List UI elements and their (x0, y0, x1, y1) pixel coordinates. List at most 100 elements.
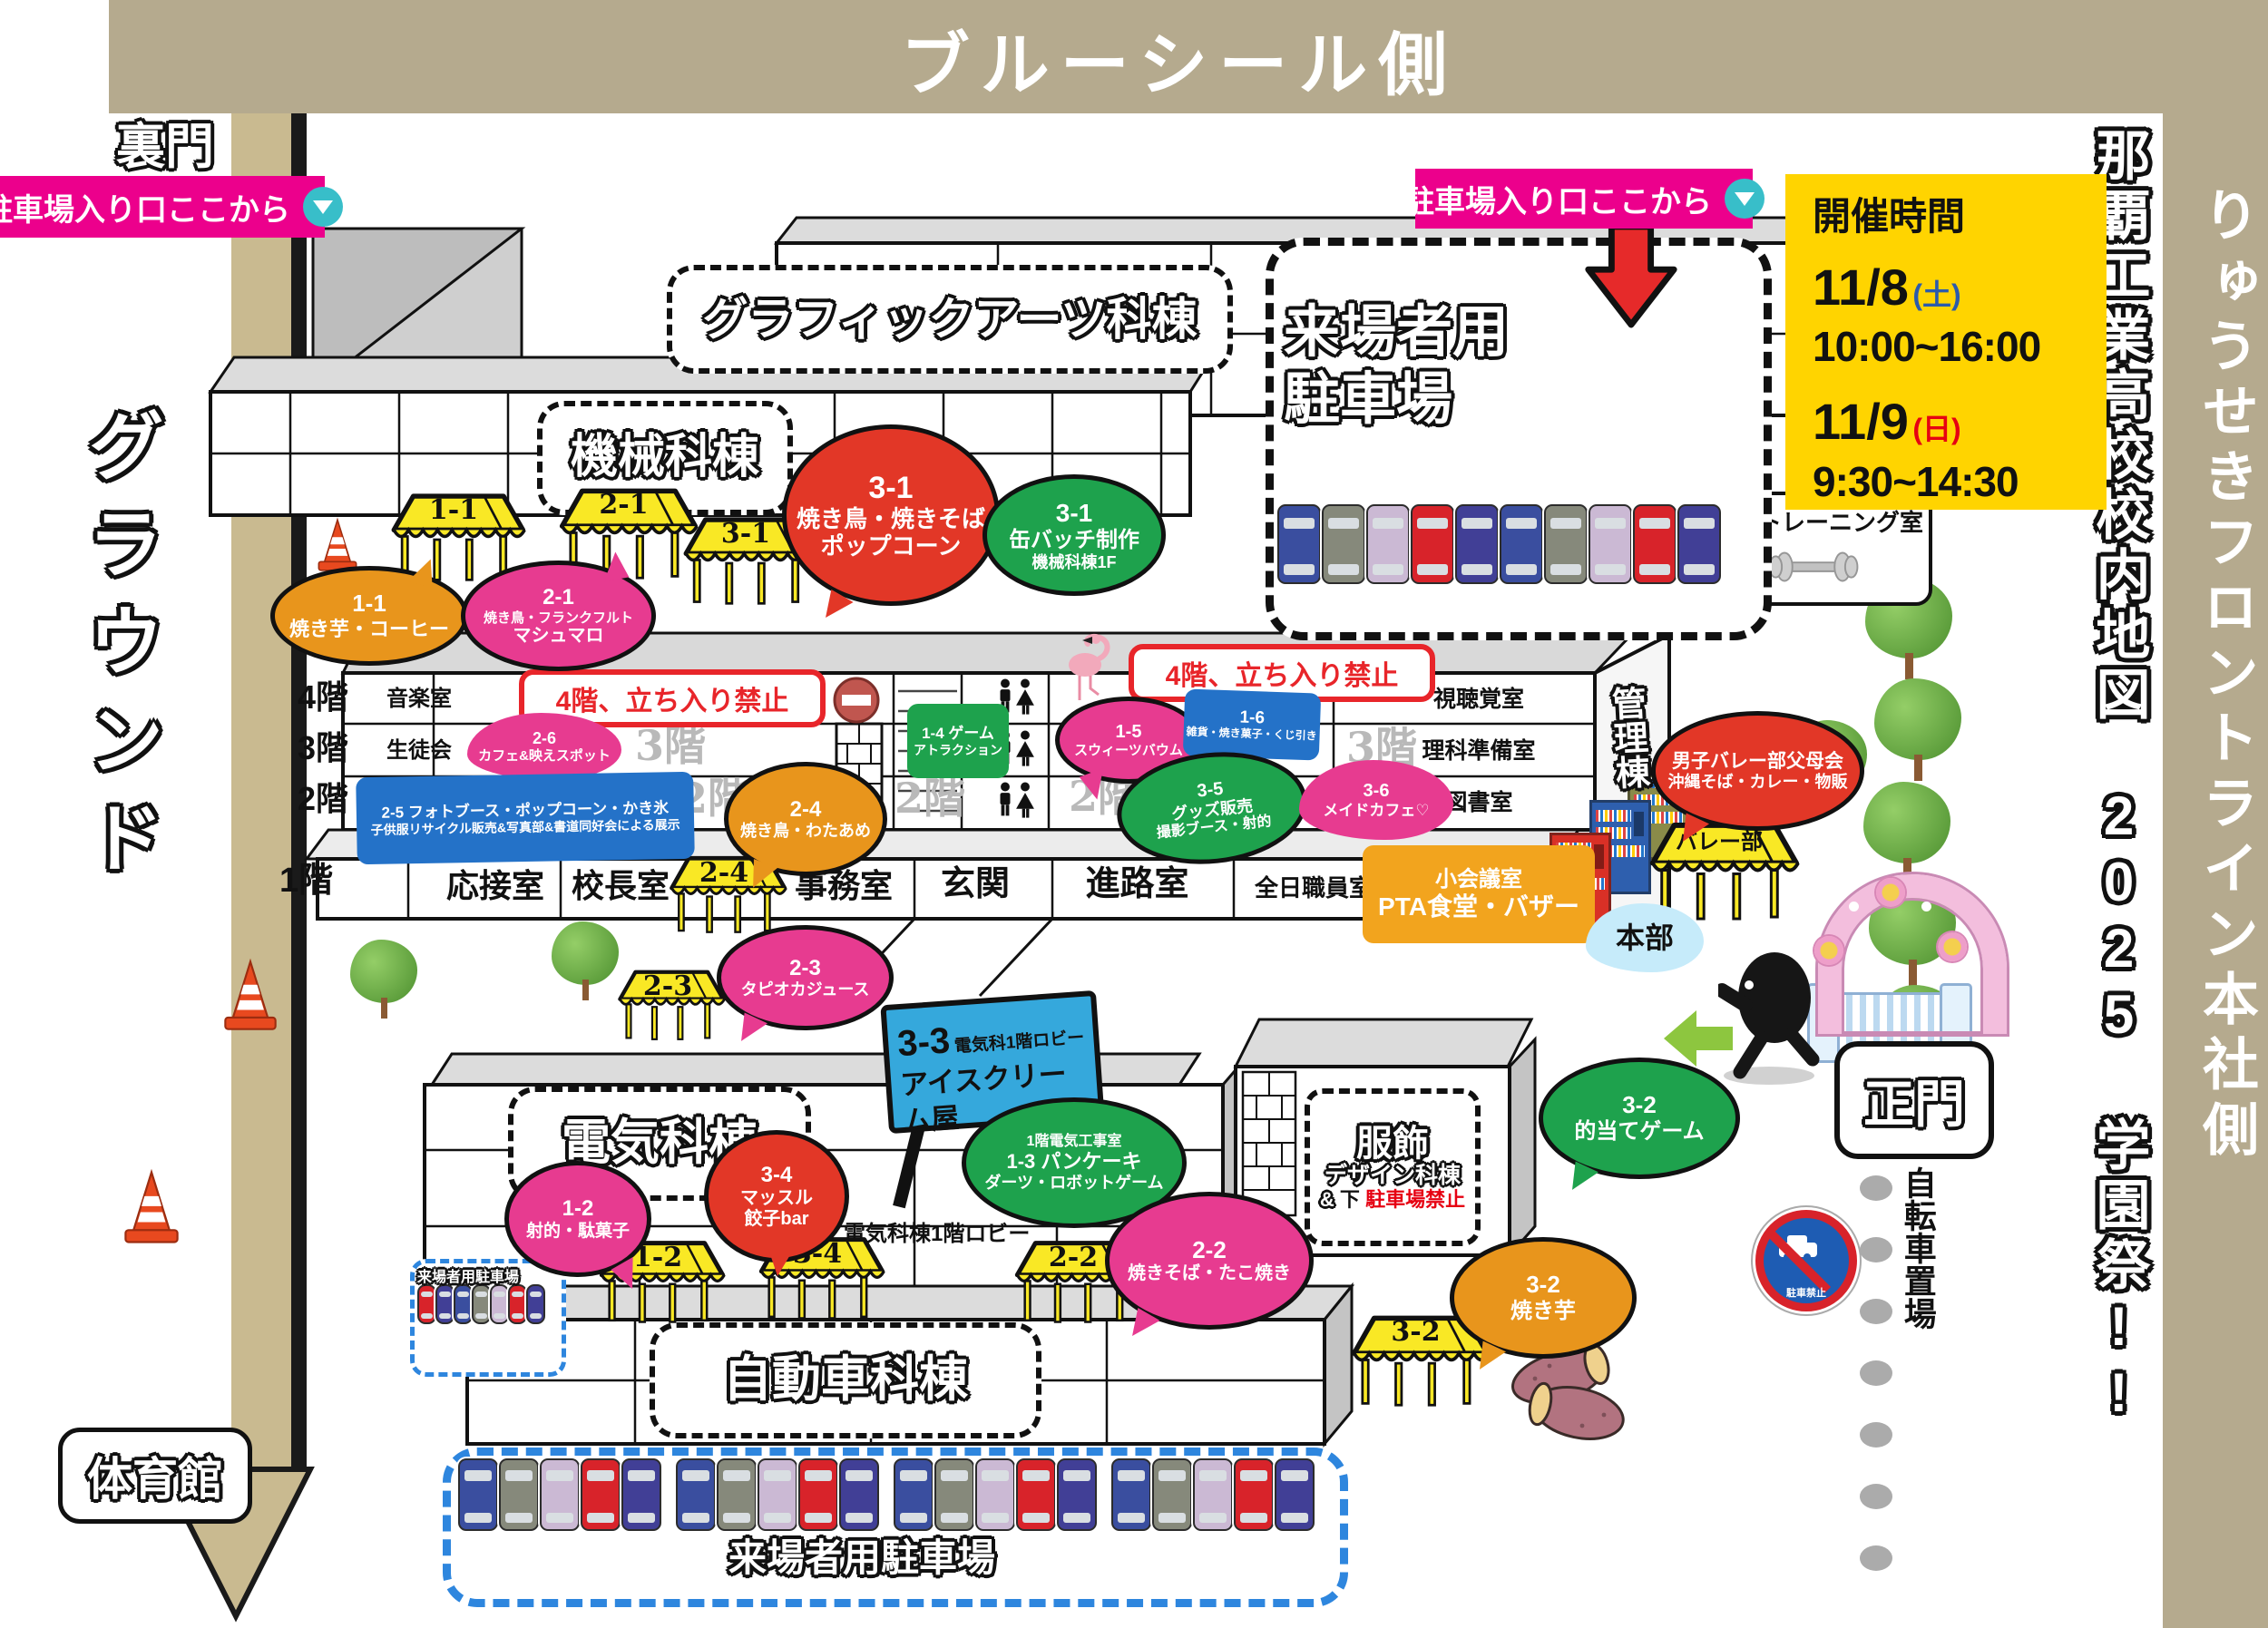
parking-top-cars-1 (1322, 504, 1365, 584)
green-left-arrow-icon (1664, 1010, 1733, 1067)
parking-bottom-cars-2-1 (717, 1458, 757, 1531)
dumbbell-icon (1768, 551, 1859, 582)
room-entrance: 玄関 (940, 865, 1010, 903)
parking-top-cars-9 (1677, 504, 1721, 584)
wm-2f-b: 2階 (894, 774, 966, 823)
cloud-honbu: 本部 (1586, 903, 1704, 972)
visitor-parking-top-label: 来場者用 駐車場 (1284, 301, 1510, 432)
schedule-day1: 11/8 (1813, 258, 1909, 316)
down-arrow-icon (303, 187, 343, 227)
path-dot-4 (1860, 1422, 1892, 1448)
parking-top-cars-8 (1633, 504, 1677, 584)
room-music: 音楽室 (386, 687, 452, 711)
main-gate-label: 正門 (1863, 1075, 1965, 1133)
parking-small-cars-4 (490, 1284, 509, 1324)
cone-icon (221, 958, 279, 1033)
arch-flower-icon (1814, 936, 1843, 965)
schedule-time2: 9:30~14:30 (1813, 457, 2019, 505)
parking-bottom-cars-3-2 (975, 1458, 1015, 1531)
main-gate-box: 正門 (1834, 1041, 1994, 1159)
parking-bottom-cars-2-0 (676, 1458, 716, 1531)
room-library: 図書室 (1444, 790, 1513, 815)
tent-label: バレー部 (1675, 829, 1763, 854)
restroom-icon-2f (989, 782, 1041, 822)
parking-top-cars-6 (1544, 504, 1588, 584)
parking-small-cars-5 (508, 1284, 527, 1324)
flamingo-illustration (1069, 633, 1110, 700)
tent-label: 2-4 (699, 856, 749, 889)
schedule-title: 開催時間 (1813, 195, 1966, 238)
box-1-4: 1-4 ゲームアトラクション (907, 704, 1009, 778)
parking-bottom-cars-2-2 (758, 1458, 797, 1531)
room-science-prep: 理科準備室 (1422, 738, 1536, 764)
parking-bottom-cars-4-4 (1275, 1458, 1315, 1531)
visitor-parking-small-label: 来場者用駐車場 (417, 1270, 520, 1285)
cone-icon (316, 517, 359, 573)
floor-1: 1階 (279, 862, 334, 900)
tent-2-2: 2-2 (1005, 1237, 1141, 1324)
parking-bottom-cars-2-4 (839, 1458, 879, 1531)
mascot-character (1718, 952, 1820, 1079)
path-dot-3 (1860, 1360, 1892, 1386)
tent-label: 2-2 (1048, 1241, 1099, 1273)
tent-3-2: 3-2 (1341, 1311, 1491, 1408)
top-road-band (109, 0, 2268, 113)
down-arrow-icon-right (1725, 179, 1765, 219)
tent-1-1: 1-1 (381, 490, 526, 582)
room-staff: 全日職員室 (1254, 874, 1373, 902)
parking-entry-text-right: 駐車場入り口ここから (1403, 184, 1712, 219)
parking-bottom-cars-4-0 (1111, 1458, 1151, 1531)
cone-icon (122, 1168, 181, 1246)
traffic-cone-icon-0 (316, 517, 359, 573)
label-ground: グラウンド (77, 406, 163, 896)
label-electric-lobby: 電気科棟1階ロビー (844, 1222, 1031, 1246)
tree-icon-2 (1863, 782, 1950, 884)
parking-top-cars-2 (1366, 504, 1410, 584)
no-parking-sign-label: 駐車禁止 (1786, 1288, 1826, 1299)
tent-label: 1-1 (428, 494, 479, 527)
arch-flower-icon (1876, 878, 1905, 907)
tent-label: 3-2 (1391, 1316, 1441, 1349)
arch-flower-icon (1938, 932, 1967, 961)
parking-bottom-cars-1-0 (458, 1458, 498, 1531)
parking-bottom-cars-4-2 (1193, 1458, 1233, 1531)
arch-dot (1849, 902, 1859, 911)
training-room-label: トレーニング室 (1757, 509, 1923, 536)
gym-label: 体育館 (87, 1454, 223, 1505)
parking-small-cars-0 (417, 1284, 436, 1324)
parking-small-cars-1 (435, 1284, 455, 1324)
room-principal: 校長室 (571, 867, 670, 904)
visitor-parking-bottom-label: 来場者用駐車場 (728, 1536, 995, 1579)
parking-entry-banner-left: 駐車場入り口ここから (0, 176, 343, 238)
schedule-time1: 10:00~16:00 (1813, 323, 2041, 371)
label-back-gate: 裏門 (116, 120, 214, 174)
parking-bottom-cars-1-4 (621, 1458, 661, 1531)
tree-icon-6 (552, 921, 619, 1000)
parking-small-cars-2 (454, 1284, 473, 1324)
parking-top-cars-0 (1277, 504, 1321, 584)
path-dot-5 (1860, 1484, 1892, 1509)
label-bicycle-area: 自転車置場 (1898, 1166, 1937, 1330)
training-room-box: トレーニング室 (1749, 492, 1932, 606)
tent-2-3: 2-3 (610, 967, 726, 1041)
tent-label: 3-1 (720, 518, 771, 551)
map-title-top: ブルーシール側 (900, 24, 1459, 105)
event-schedule-panel: 開催時間 11/8 (土) 10:00~16:00 11/9 (日) 9:30~… (1785, 174, 2107, 510)
parking-entry-banner-right: 駐車場入り口ここから (1403, 169, 1765, 229)
parking-bottom-cars-1-2 (540, 1458, 580, 1531)
parking-bottom-cars-3-1 (934, 1458, 974, 1531)
sweet-potato-illustration (1511, 1343, 1625, 1440)
tent-volleyball: バレー部 (1638, 818, 1800, 921)
